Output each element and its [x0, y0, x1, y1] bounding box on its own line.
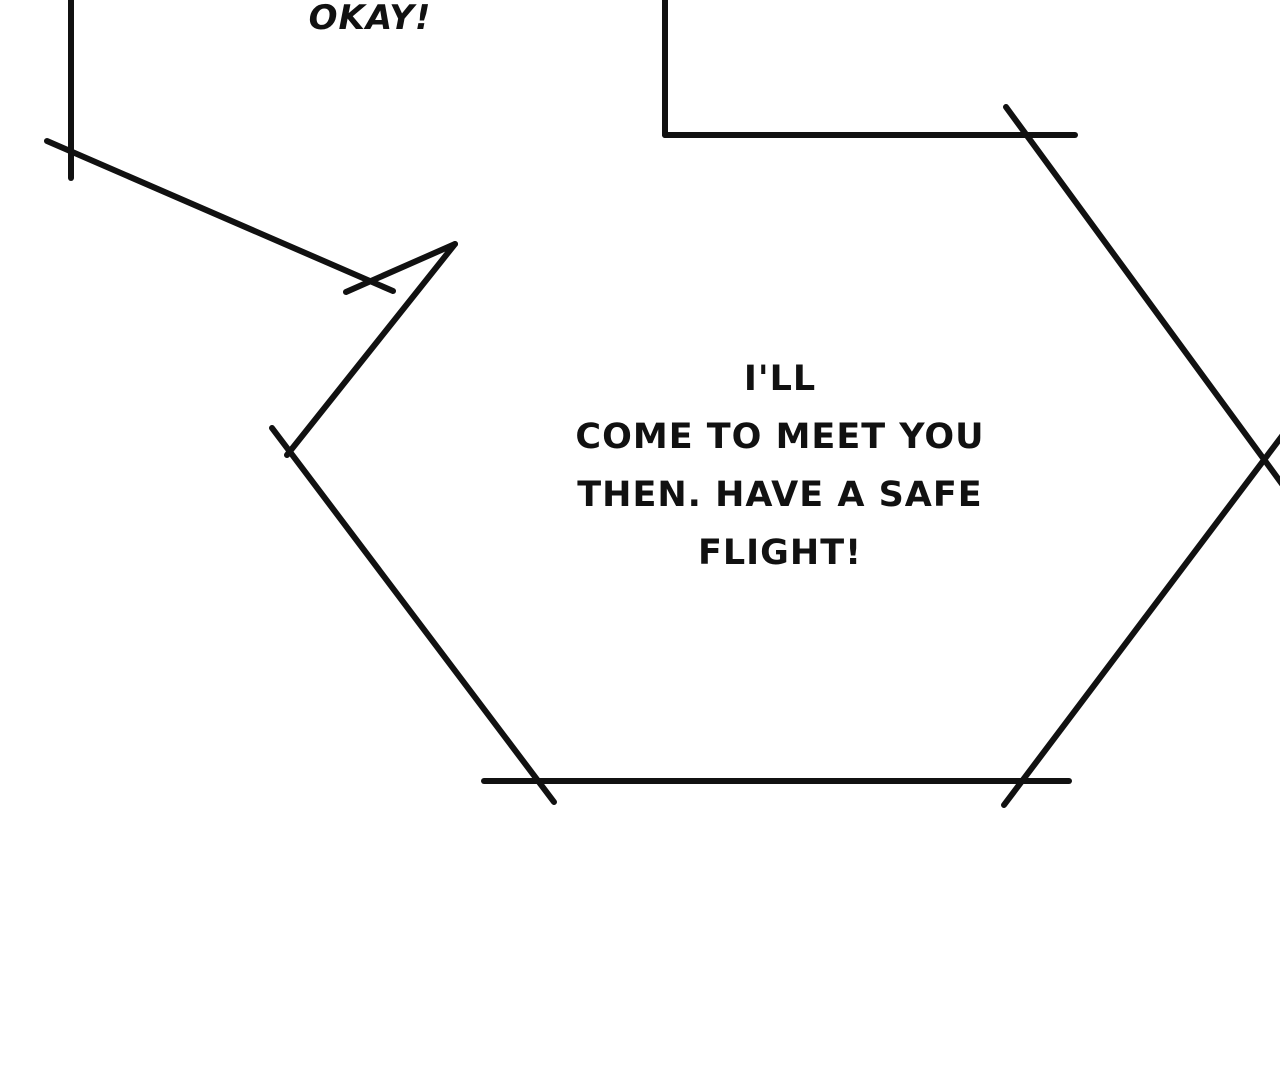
- speech-text-okay: OKAY!: [308, 0, 432, 38]
- bubble-tail-edge: [343, 241, 458, 295]
- top-left-bubble-edge: [44, 138, 396, 294]
- speech-line: I'LL: [743, 359, 817, 399]
- hexagon-bubble-edge: [1003, 104, 1280, 487]
- bubble-tail-edge: [284, 241, 458, 458]
- speech-line: FLIGHT!: [697, 533, 863, 573]
- speech-text-main: I'LL COME TO MEET YOU THEN. HAVE A SAFE …: [545, 350, 1015, 582]
- hexagon-bubble-edge: [269, 425, 557, 805]
- hexagon-bubble-edge: [1001, 433, 1280, 808]
- speech-line: THEN. HAVE A SAFE: [577, 475, 983, 515]
- speech-line: COME TO MEET YOU: [575, 417, 985, 457]
